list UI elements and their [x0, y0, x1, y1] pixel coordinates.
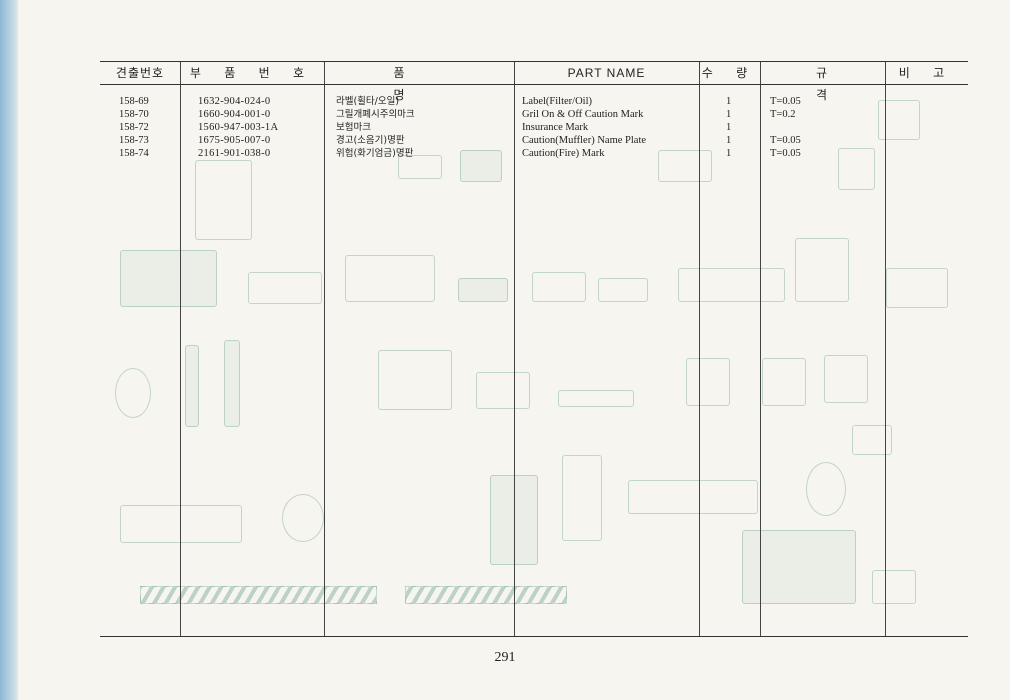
cell-part-no: 1660-904-001-0: [198, 109, 271, 120]
cell-part-no: 1632-904-024-0: [198, 96, 271, 107]
cell-part-name: Label(Filter/Oil): [522, 96, 592, 107]
table-row: 158-69 1632-904-024-0 라벨(휠타/오일) Label(Fi…: [100, 95, 968, 108]
table-header: 견출번호 부 품 번 호 품 명 PART NAME 수 량 규 격 비 고: [100, 62, 968, 102]
cell-part-name: Caution(Muffler) Name Plate: [522, 135, 647, 146]
header-no: 견출번호: [115, 66, 165, 80]
cell-part-no: 1560-947-003-1A: [198, 122, 279, 133]
cell-part-name: Insurance Mark: [522, 122, 589, 133]
parts-table: 견출번호 부 품 번 호 품 명 PART NAME 수 량 규 격 비 고 1…: [100, 61, 968, 637]
cell-qty: 1: [726, 96, 732, 107]
cell-qty: 1: [726, 148, 732, 159]
cell-part-name: Gril On & Off Caution Mark: [522, 109, 644, 120]
cell-no: 158-70: [119, 109, 149, 120]
cell-no: 158-72: [119, 122, 149, 133]
header-name-kr: 품 명: [393, 66, 485, 102]
header-remark: 비 고: [898, 66, 955, 80]
cell-name-kr: 그릴개폐시주의마크: [336, 109, 415, 120]
cell-part-no: 2161-901-038-0: [198, 148, 271, 159]
cell-part-no: 1675-905-007-0: [198, 135, 271, 146]
table-row: 158-72 1560-947-003-1A 보험마크 Insurance Ma…: [100, 121, 968, 134]
cell-qty: 1: [726, 109, 732, 120]
cell-no: 158-69: [119, 96, 149, 107]
cell-qty: 1: [726, 122, 732, 133]
cell-part-name: Caution(Fire) Mark: [522, 148, 605, 159]
table-row: 158-70 1660-904-001-0 그릴개폐시주의마크 Gril On …: [100, 108, 968, 121]
cell-spec: T=0.05: [770, 148, 801, 159]
cell-spec: T=0.05: [770, 96, 801, 107]
header-part-no: 부 품 번 호: [189, 66, 315, 80]
cell-no: 158-73: [119, 135, 149, 146]
cell-spec: T=0.2: [770, 109, 796, 120]
cell-name-kr: 보험마크: [336, 122, 371, 133]
cell-qty: 1: [726, 135, 732, 146]
cell-name-kr: 경고(소음기)명판: [336, 135, 405, 146]
header-qty: 수 량: [701, 66, 758, 80]
scan-edge: [0, 0, 18, 700]
header-part-name: PART NAME: [567, 66, 646, 80]
cell-no: 158-74: [119, 148, 149, 159]
header-spec: 규 격: [815, 66, 856, 102]
page-number: 291: [494, 650, 516, 665]
cell-name-kr: 위험(화기엄금)명판: [336, 148, 414, 159]
table-row: 158-74 2161-901-038-0 위험(화기엄금)명판 Caution…: [100, 147, 968, 160]
cell-name-kr: 라벨(휠타/오일): [336, 96, 400, 107]
cell-spec: T=0.05: [770, 135, 801, 146]
table-row: 158-73 1675-905-007-0 경고(소음기)명판 Caution(…: [100, 134, 968, 147]
